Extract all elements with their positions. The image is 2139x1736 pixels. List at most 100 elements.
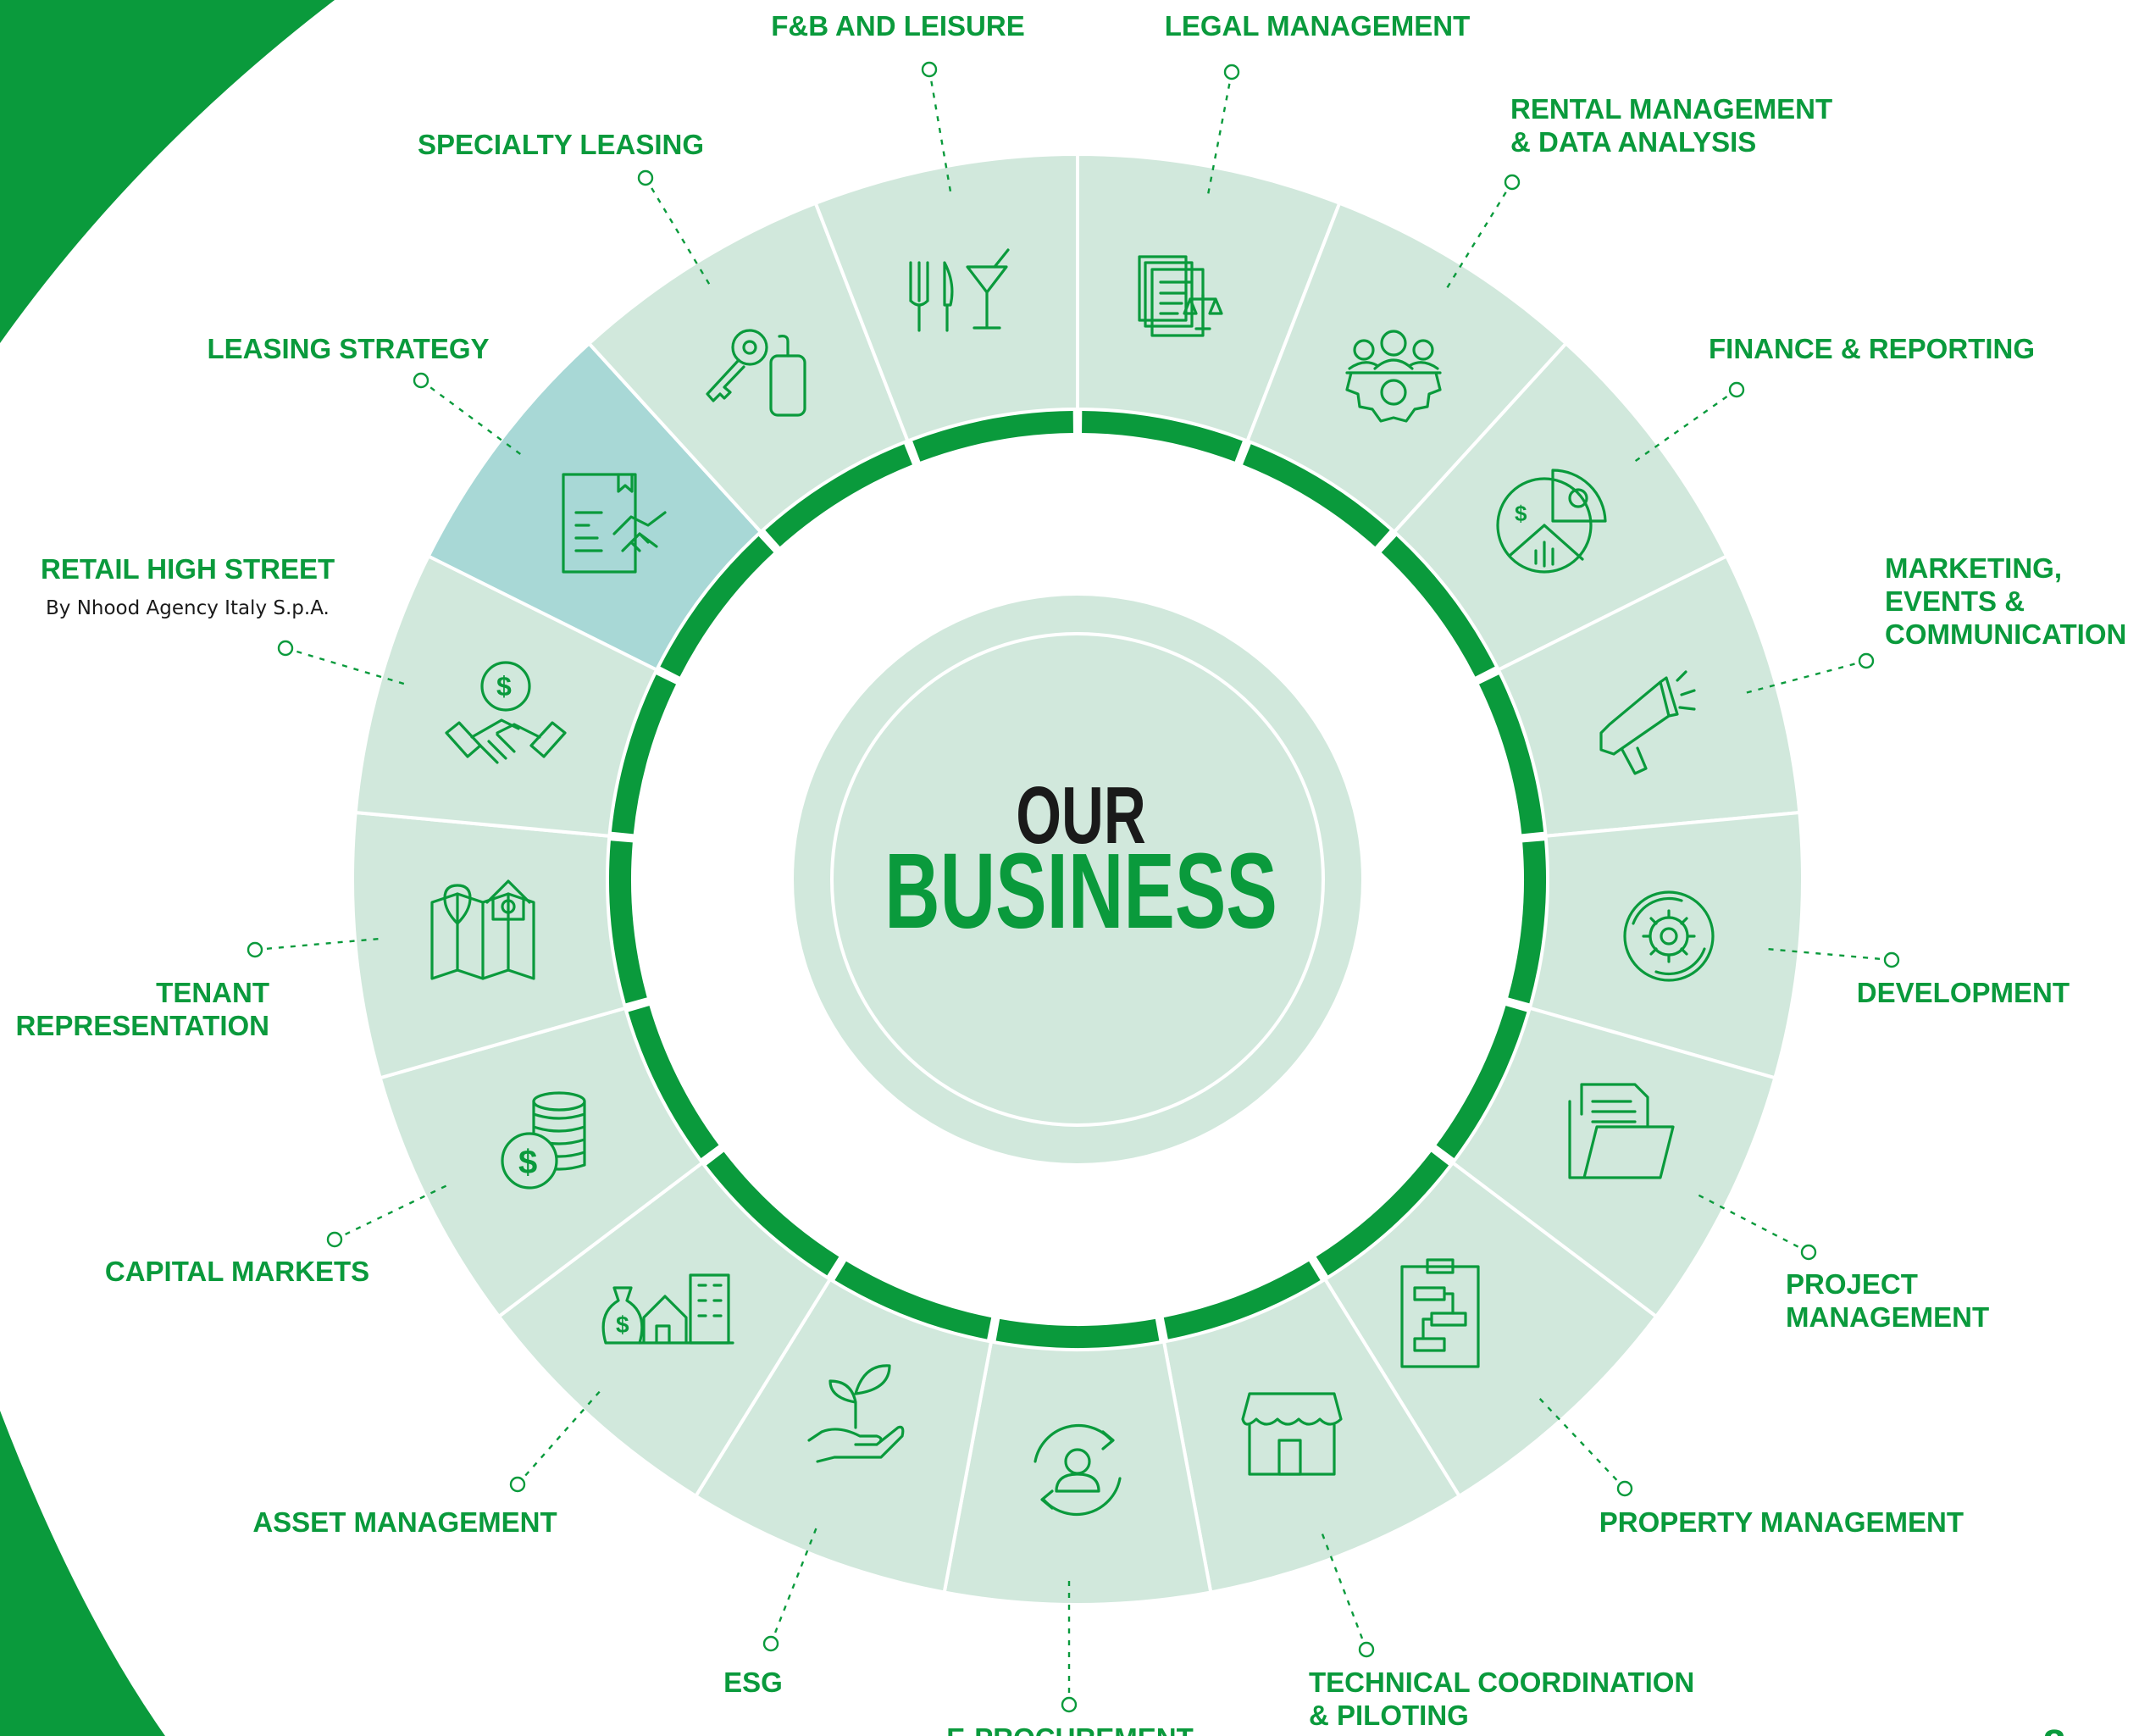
coin-stack-icon: $ xyxy=(501,1091,586,1190)
leader-marketing xyxy=(1744,659,1867,695)
label-line: MARKETING, xyxy=(1885,552,2062,584)
green-arc-finance xyxy=(1478,674,1544,835)
label-line: PROJECT xyxy=(1786,1268,1918,1300)
label-line: LEGAL MANAGEMENT xyxy=(1165,10,1471,42)
label-line: TENANT xyxy=(156,977,269,1008)
leader-dot-rental xyxy=(1504,174,1521,191)
leader-dot-eprocurement xyxy=(1061,1696,1078,1713)
leader-specialty xyxy=(644,177,713,289)
green-arc-rental xyxy=(1381,535,1495,677)
label-line: TECHNICAL COORDINATION xyxy=(1309,1667,1694,1698)
leader-dot-specialty xyxy=(637,169,654,186)
label-property: PROPERTY MANAGEMENT xyxy=(1599,1506,1964,1538)
leader-retail xyxy=(285,646,407,686)
label-line: PROPERTY MANAGEMENT xyxy=(1599,1506,1964,1538)
label-specialty: SPECIALTY LEASING xyxy=(418,129,704,160)
gear-cycle-icon xyxy=(1623,890,1715,982)
leader-dot-project xyxy=(1800,1244,1817,1261)
page-number: 8 xyxy=(2043,1722,2066,1736)
cutlery-cocktail-icon xyxy=(909,248,1010,332)
label-capital: CAPITAL MARKETS xyxy=(105,1256,369,1287)
folder-document-icon xyxy=(1568,1083,1675,1179)
green-arc-retail xyxy=(660,535,774,677)
corner-swoosh-bottom xyxy=(0,1411,165,1736)
leader-dot-leasing_strategy xyxy=(413,372,429,389)
person-cycle-icon xyxy=(1033,1423,1122,1517)
leader-asset xyxy=(517,1389,602,1485)
leader-dot-retail xyxy=(277,640,294,657)
inner-green-ring xyxy=(609,411,1546,1348)
label-line: LEASING STRATEGY xyxy=(207,333,489,364)
label-legal: LEGAL MANAGEMENT xyxy=(1165,10,1471,42)
green-arc-tenant xyxy=(611,674,677,835)
leader-leasing_strategy xyxy=(420,380,524,457)
label-line: RETAIL HIGH STREET xyxy=(41,553,335,585)
leader-rental xyxy=(1443,181,1514,293)
label-line: COMMUNICATION xyxy=(1885,618,2126,650)
label-line: SPECIALTY LEASING xyxy=(418,129,704,160)
label-marketing: MARKETING,EVENTS &COMMUNICATION xyxy=(1885,552,2126,650)
label-subtitle-retail: By Nhood Agency Italy S.p.A. xyxy=(46,597,330,619)
label-leasing_strategy: LEASING STRATEGY xyxy=(207,333,489,364)
leader-capital xyxy=(334,1183,450,1241)
green-arc-esg xyxy=(706,1151,840,1276)
money-bag-buildings-icon: $ xyxy=(601,1273,734,1345)
label-development: DEVELOPMENT xyxy=(1857,977,2070,1008)
green-arc-asset xyxy=(628,1006,719,1159)
hand-plant-icon xyxy=(807,1364,905,1463)
label-esg: ESG xyxy=(723,1667,783,1698)
leader-development xyxy=(1765,947,1892,962)
label-line: MANAGEMENT xyxy=(1786,1301,1989,1333)
label-line: REPRESENTATION xyxy=(16,1010,269,1041)
service-ring xyxy=(351,152,1804,1606)
label-line: ASSET MANAGEMENT xyxy=(252,1506,557,1538)
corner-swoosh-top xyxy=(0,0,335,343)
leader-dot-finance xyxy=(1728,381,1745,398)
leader-finance xyxy=(1630,389,1737,465)
leader-dot-legal xyxy=(1223,64,1240,80)
leader-property xyxy=(1537,1395,1626,1489)
green-arc-capital xyxy=(609,840,647,1004)
label-line: RENTAL MANAGEMENT xyxy=(1510,93,1832,125)
key-tag-icon xyxy=(706,329,806,417)
team-gear-icon xyxy=(1345,330,1442,423)
green-arc-property xyxy=(1163,1261,1321,1339)
center-title-top: OUR xyxy=(1016,769,1146,861)
leader-dot-capital xyxy=(326,1231,343,1248)
storefront-icon xyxy=(1241,1392,1343,1476)
service-icons: $ xyxy=(430,248,1715,1517)
center-disc xyxy=(794,596,1361,1163)
label-line: F&B AND LEISURE xyxy=(771,10,1024,42)
leader-esg xyxy=(769,1524,819,1644)
leader-project xyxy=(1693,1191,1809,1254)
leader-legal xyxy=(1205,71,1233,200)
megaphone-icon xyxy=(1599,670,1696,775)
legal-document-scale-icon xyxy=(1138,255,1223,337)
label-line: & PILOTING xyxy=(1309,1700,1469,1731)
label-line: EVENTS & xyxy=(1885,585,2025,617)
leader-dot-property xyxy=(1616,1480,1633,1497)
green-arc-project xyxy=(1316,1151,1449,1276)
service-labels: F&B AND LEISURE LEGAL MANAGEMENT RENTAL MA… xyxy=(16,10,2127,1736)
leader-dot-asset xyxy=(509,1476,526,1493)
leader-tenant xyxy=(254,937,380,951)
green-arc-eprocurement xyxy=(834,1261,992,1339)
svg-text:$: $ xyxy=(518,1144,537,1181)
svg-text:$: $ xyxy=(1515,501,1527,526)
leader-dot-development xyxy=(1883,951,1900,968)
label-line: DEVELOPMENT xyxy=(1857,977,2070,1008)
leader-dot-esg xyxy=(762,1635,779,1652)
green-arc-legal xyxy=(1243,444,1390,547)
label-line: E-PROCUREMENT xyxy=(946,1722,1194,1736)
label-line: ESG xyxy=(723,1667,783,1698)
clipboard-flow-icon xyxy=(1400,1258,1480,1368)
label-fnb: F&B AND LEISURE xyxy=(771,10,1024,42)
leader-dot-technical xyxy=(1358,1641,1375,1658)
handshake-coin-icon: $ xyxy=(445,661,567,764)
label-rental: RENTAL MANAGEMENT& DATA ANALYSIS xyxy=(1510,93,1832,158)
label-line: FINANCE & REPORTING xyxy=(1709,333,2035,364)
green-arc-leasing_strategy xyxy=(765,444,912,547)
label-asset: ASSET MANAGEMENT xyxy=(252,1506,557,1538)
